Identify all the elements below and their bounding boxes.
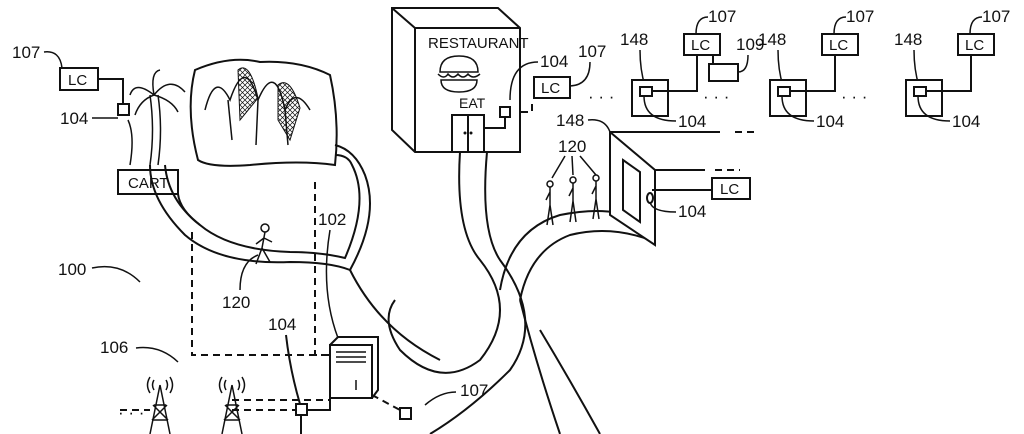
lc-label: LC xyxy=(691,37,710,54)
eat-sign: EAT xyxy=(459,95,486,111)
light-controller-box xyxy=(957,33,995,56)
sensor-104 xyxy=(646,192,654,204)
arrow xyxy=(135,346,179,363)
network-ref-102: 102 xyxy=(318,210,346,229)
ref-104-label: 104 xyxy=(816,112,844,131)
ref-120-label: 120 xyxy=(558,137,586,156)
device-109 xyxy=(708,63,739,82)
panel-148 xyxy=(905,79,943,117)
ref-104-label: 104 xyxy=(60,109,88,128)
connector-line xyxy=(484,117,506,129)
ellipsis: · · · xyxy=(841,87,867,106)
arrow xyxy=(91,265,141,283)
lc-label: LC xyxy=(829,37,848,54)
ref-148-label: 148 xyxy=(620,30,648,49)
ref-107-label: 107 xyxy=(460,381,488,400)
ref-148-label: 148 xyxy=(556,111,584,130)
lc-label: LC xyxy=(68,72,87,89)
ref-120-label: 120 xyxy=(222,293,250,312)
ref-104-label: 104 xyxy=(268,315,296,334)
restaurant-building: RESTAURANT EAT xyxy=(391,7,529,153)
restaurant-sign: RESTAURANT xyxy=(428,35,529,52)
connector-line xyxy=(98,78,124,104)
light-controller-box: LC xyxy=(533,76,571,99)
ref-104-label: 104 xyxy=(678,112,706,131)
attraction-entrance-building: 148 LC 104 xyxy=(556,111,755,247)
lighting-panel-group: 148 LC 107 104 · · · xyxy=(758,7,874,131)
hamburger-icon xyxy=(437,55,481,93)
ref-107-label: 107 xyxy=(708,7,736,26)
panel-148 xyxy=(631,79,669,117)
ref-107-label: 107 xyxy=(578,42,606,61)
guest-figure xyxy=(568,176,577,223)
entrance-door xyxy=(622,158,641,224)
leader-line xyxy=(551,155,597,179)
ref-104-label: 104 xyxy=(678,202,706,221)
antenna-tower-icon xyxy=(146,376,174,434)
sensor-104 xyxy=(639,86,653,97)
guest-figure xyxy=(255,223,273,265)
ref-104-label: 104 xyxy=(540,52,568,71)
antenna-tower-icon xyxy=(218,376,246,434)
network-link xyxy=(120,100,533,411)
arrow xyxy=(325,229,339,339)
cart-label: CART xyxy=(128,175,169,192)
lc-label: LC xyxy=(720,181,739,198)
ref-107-label: 107 xyxy=(846,7,874,26)
leader-line xyxy=(43,51,63,69)
panel-148 xyxy=(769,79,807,117)
light-controller-box xyxy=(821,33,859,56)
sensor-104 xyxy=(777,86,791,97)
sensor-104 xyxy=(913,86,927,97)
ref-148-label: 148 xyxy=(758,30,786,49)
lighting-panel-group: 148 LC 107 109 104 · · · xyxy=(620,7,764,131)
sensor-104 xyxy=(295,403,308,416)
guest-figure xyxy=(545,180,554,226)
sensor-104 xyxy=(499,106,511,118)
roller-coaster-attraction xyxy=(189,58,338,167)
ref-107-label: 107 xyxy=(982,7,1010,26)
arrow xyxy=(424,391,457,406)
light-controller-107 xyxy=(399,407,412,420)
pathway xyxy=(149,144,651,434)
sensor-104 xyxy=(117,103,130,116)
lc-label: LC xyxy=(965,37,984,54)
light-controller-box: LC xyxy=(59,67,99,91)
connector-line xyxy=(300,398,331,434)
lc-label: LC xyxy=(541,80,560,97)
ellipsis: · · · xyxy=(118,403,144,422)
leader-line xyxy=(509,61,539,101)
towers-ref-106: 106 xyxy=(100,338,128,357)
light-controller-box xyxy=(711,177,751,200)
ref-109-label: 109 xyxy=(736,35,764,54)
ref-104-label: 104 xyxy=(952,112,980,131)
leader-line xyxy=(285,334,301,405)
ref-148-label: 148 xyxy=(894,30,922,49)
ellipsis: · · · xyxy=(588,87,614,106)
system-ref-100: 100 xyxy=(58,260,86,279)
light-controller-box xyxy=(683,33,721,56)
leader-line xyxy=(569,61,591,87)
leader-line xyxy=(239,254,259,291)
palm-tree-icon xyxy=(127,69,186,166)
server-icon xyxy=(329,336,379,399)
ref-107-label: 107 xyxy=(12,43,40,62)
lighting-panel-group: 148 LC 107 104 xyxy=(894,7,1010,131)
guest-figure xyxy=(591,174,600,220)
ellipsis: · · · xyxy=(703,87,729,106)
